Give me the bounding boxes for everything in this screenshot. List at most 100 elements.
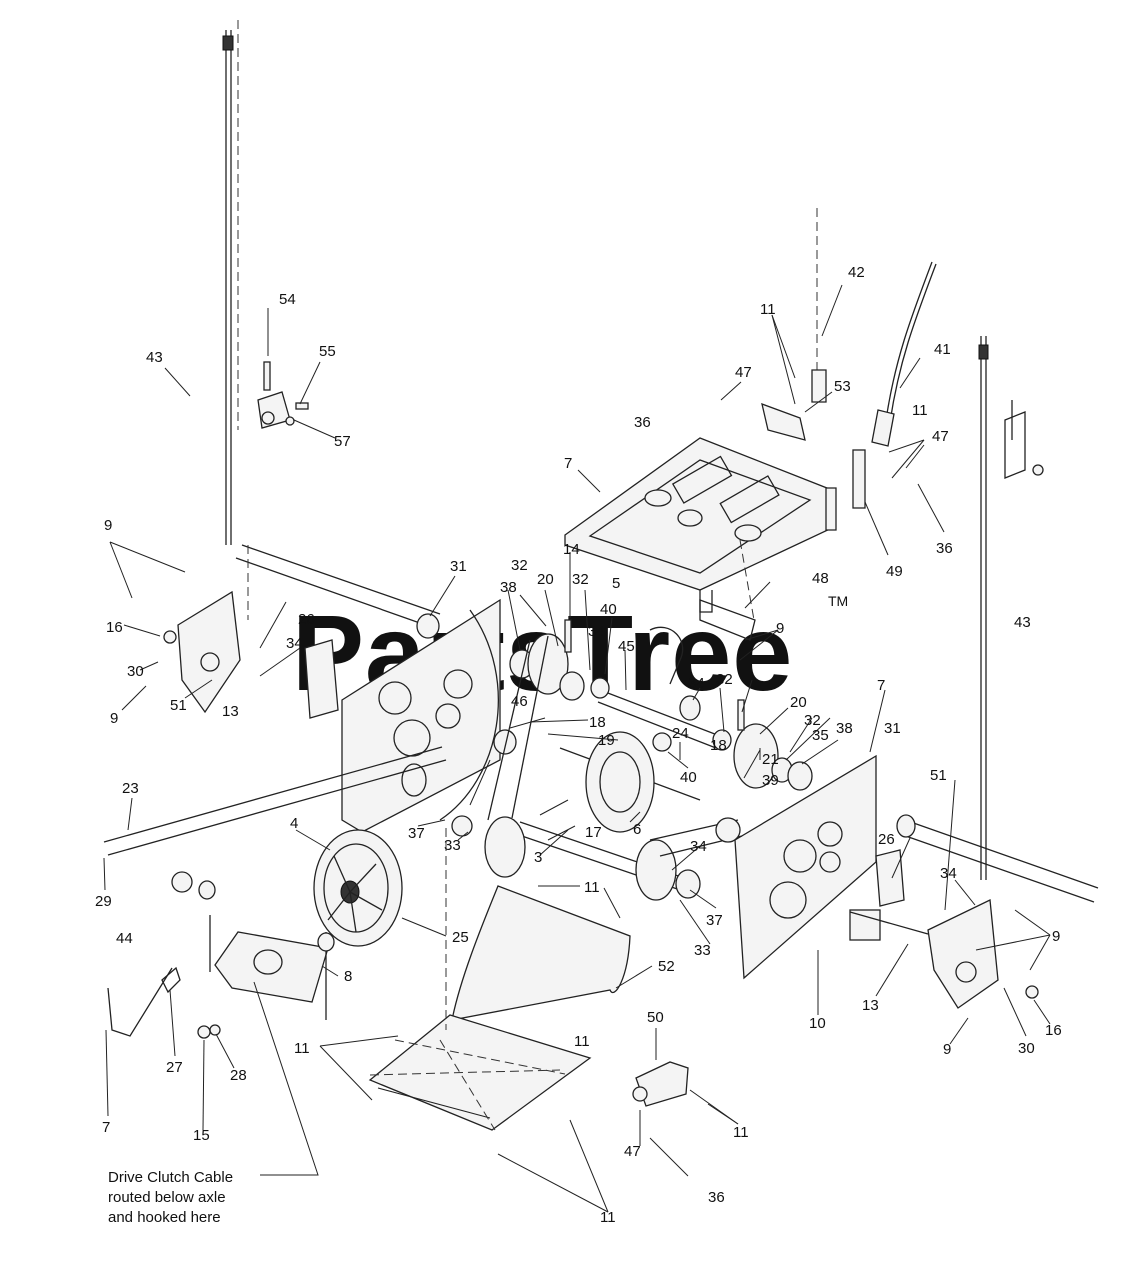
bracket-50 [632,1061,689,1107]
callout-35: 35 [812,727,829,744]
callout-37-left: 37 [408,825,425,842]
callout-54: 54 [279,291,296,308]
callout-15: 15 [193,1127,210,1144]
callout-33-right: 33 [694,942,711,959]
right-gear-plate [734,754,905,980]
callout-55: 55 [319,343,336,360]
callout-40-lower: 40 [680,769,697,786]
left-side-plate [163,590,241,714]
callout-40-upper: 40 [600,601,617,618]
callout-32-a: 32 [511,557,528,574]
cable-41 [871,261,937,447]
callout-42: 42 [848,264,865,281]
callout-28: 28 [230,1067,247,1084]
callout-43-right: 43 [1014,614,1031,631]
callout-41: 41 [934,341,951,358]
callout-47-right: 47 [932,428,949,445]
callout-7-right: 7 [877,677,885,694]
callout-20-left: 20 [537,571,554,588]
axle-bracket [107,871,335,1039]
shift-bracket-assembly [257,361,309,429]
callout-30-left: 30 [127,663,144,680]
callout-36-bottom: 36 [708,1189,725,1206]
callout-38-left: 38 [500,579,517,596]
callout-32-b: 32 [572,571,589,588]
callout-18-right: 18 [710,737,727,754]
callout-38-right: 38 [836,720,853,737]
callout-30-right: 30 [1018,1040,1035,1057]
callout-14-upper: 14 [563,541,580,558]
callout-31-right: 31 [884,720,901,737]
callout-10: 10 [809,1015,826,1032]
callout-52: 52 [658,958,675,975]
bottom-cover [368,885,631,1131]
callout-11-lower-left: 11 [294,1040,310,1057]
callout-32-d: 32 [804,712,821,729]
callout-34-mid: 34 [688,675,705,692]
callout-51-right: 51 [930,767,947,784]
callout-36-right: 36 [936,540,953,557]
callout-13-left: 13 [222,703,239,720]
trademark-mark: TM [828,593,848,609]
callout-11-top: 11 [760,301,776,318]
note-line-3: and hooked here [108,1209,221,1226]
callout-23: 23 [122,780,139,797]
callout-7-top: 7 [564,455,572,472]
callout-53: 53 [834,378,851,395]
callout-33-left: 33 [444,837,461,854]
drive-clutch-cable-note: Drive Clutch Cable routed below axle and… [108,1169,233,1226]
callout-27: 27 [166,1059,183,1076]
callout-34-lower: 34 [690,838,707,855]
callout-9-left: 9 [104,517,112,534]
callout-20-right: 20 [790,694,807,711]
callout-7-bottom: 7 [102,1119,110,1136]
callout-57: 57 [334,433,351,450]
callout-3: 3 [534,849,542,866]
callout-51-left: 51 [170,697,187,714]
callout-13-right: 13 [862,997,879,1014]
note-line-2: routed below axle [108,1189,226,1206]
drive-components [416,599,916,901]
callout-labels: 54 55 57 43 42 41 11 47 53 36 11 47 36 4… [95,264,1062,1226]
right-shift-rod [978,336,1044,880]
callout-11-bottom-mid: 11 [574,1033,590,1050]
callout-11-right: 11 [912,402,928,419]
alignment-lines [247,539,755,1131]
callout-50: 50 [647,1009,664,1026]
callout-9-bottom: 9 [943,1041,951,1058]
callout-9-left-lower: 9 [110,710,118,727]
callout-29: 29 [95,893,112,910]
wheel [313,829,403,947]
callout-34-right: 34 [940,865,957,882]
top-frame [564,402,866,613]
callout-34-left: 34 [286,635,303,652]
left-gear-plate [304,598,501,833]
callout-9-center: 9 [776,620,784,637]
callout-26-left: 26 [298,611,315,628]
callout-6: 6 [633,821,641,838]
callout-46: 46 [511,693,528,710]
callout-19: 19 [598,732,615,749]
callout-37-right: 37 [706,912,723,929]
callout-25: 25 [452,929,469,946]
callout-5: 5 [612,575,620,592]
callout-45: 45 [618,638,635,655]
note-line-1: Drive Clutch Cable [108,1169,233,1186]
callout-31-left: 31 [450,558,467,575]
callout-8: 8 [344,968,352,985]
callout-4: 4 [290,815,298,832]
callout-17: 17 [585,824,602,841]
cable-42 [811,208,827,403]
callout-16-right: 16 [1045,1022,1062,1039]
callout-11-center: 11 [584,879,600,896]
callout-16-left: 16 [106,619,123,636]
callout-18-left: 18 [589,714,606,731]
right-side-plate [849,899,1039,1009]
shafts [103,544,1099,935]
callout-11-bottom: 11 [600,1209,616,1226]
callout-47-top: 47 [735,364,752,381]
callout-24: 24 [672,725,689,742]
callout-48: 48 [812,570,829,587]
callout-49: 49 [886,563,903,580]
